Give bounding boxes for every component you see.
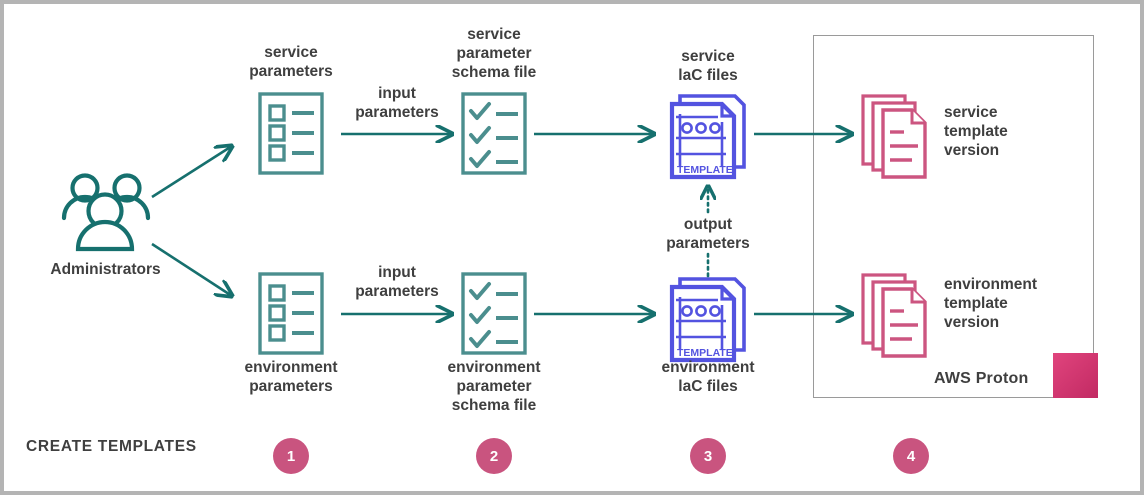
aws-proton-container [813,35,1094,398]
service-schema-icon [461,92,527,175]
step-badge-1: 1 [273,438,309,474]
environment-schema-label: environment parameter schema file [447,359,541,414]
step-badge-4: 4 [893,438,929,474]
step-badge-2: 2 [476,438,512,474]
step-badge-3: 3 [690,438,726,474]
service-parameters-label: service parameters [249,44,333,80]
environment-schema-icon [461,272,527,355]
service-input-parameters-label: input parameters [355,85,439,121]
environment-template-version-label: environment template version [944,276,1038,331]
environment-iac-label: environment laC files [661,359,755,395]
environment-input-parameters-label: input parameters [355,264,439,300]
phase-label: CREATE TEMPLATES [26,438,197,455]
environment-iac-icon [669,277,746,363]
aws-proton-label: AWS Proton [934,370,1029,387]
service-iac-icon [669,94,746,180]
output-parameters-label: output parameters [666,216,750,252]
service-schema-label: service parameter schema file [451,26,537,81]
service-iac-label: service laC files [678,48,738,84]
users-icon [61,173,151,252]
environment-parameters-label: environment parameters [244,359,338,395]
aws-proton-logo-icon [1053,353,1098,398]
environment-parameters-icon [258,272,324,355]
service-parameters-icon [258,92,324,175]
service-template-version-label: service template version [944,104,1008,159]
administrators-label: Administrators [50,261,161,278]
service-iac-template-badge: TEMPLATE [677,164,733,176]
connector-admin-to-service [151,146,232,199]
